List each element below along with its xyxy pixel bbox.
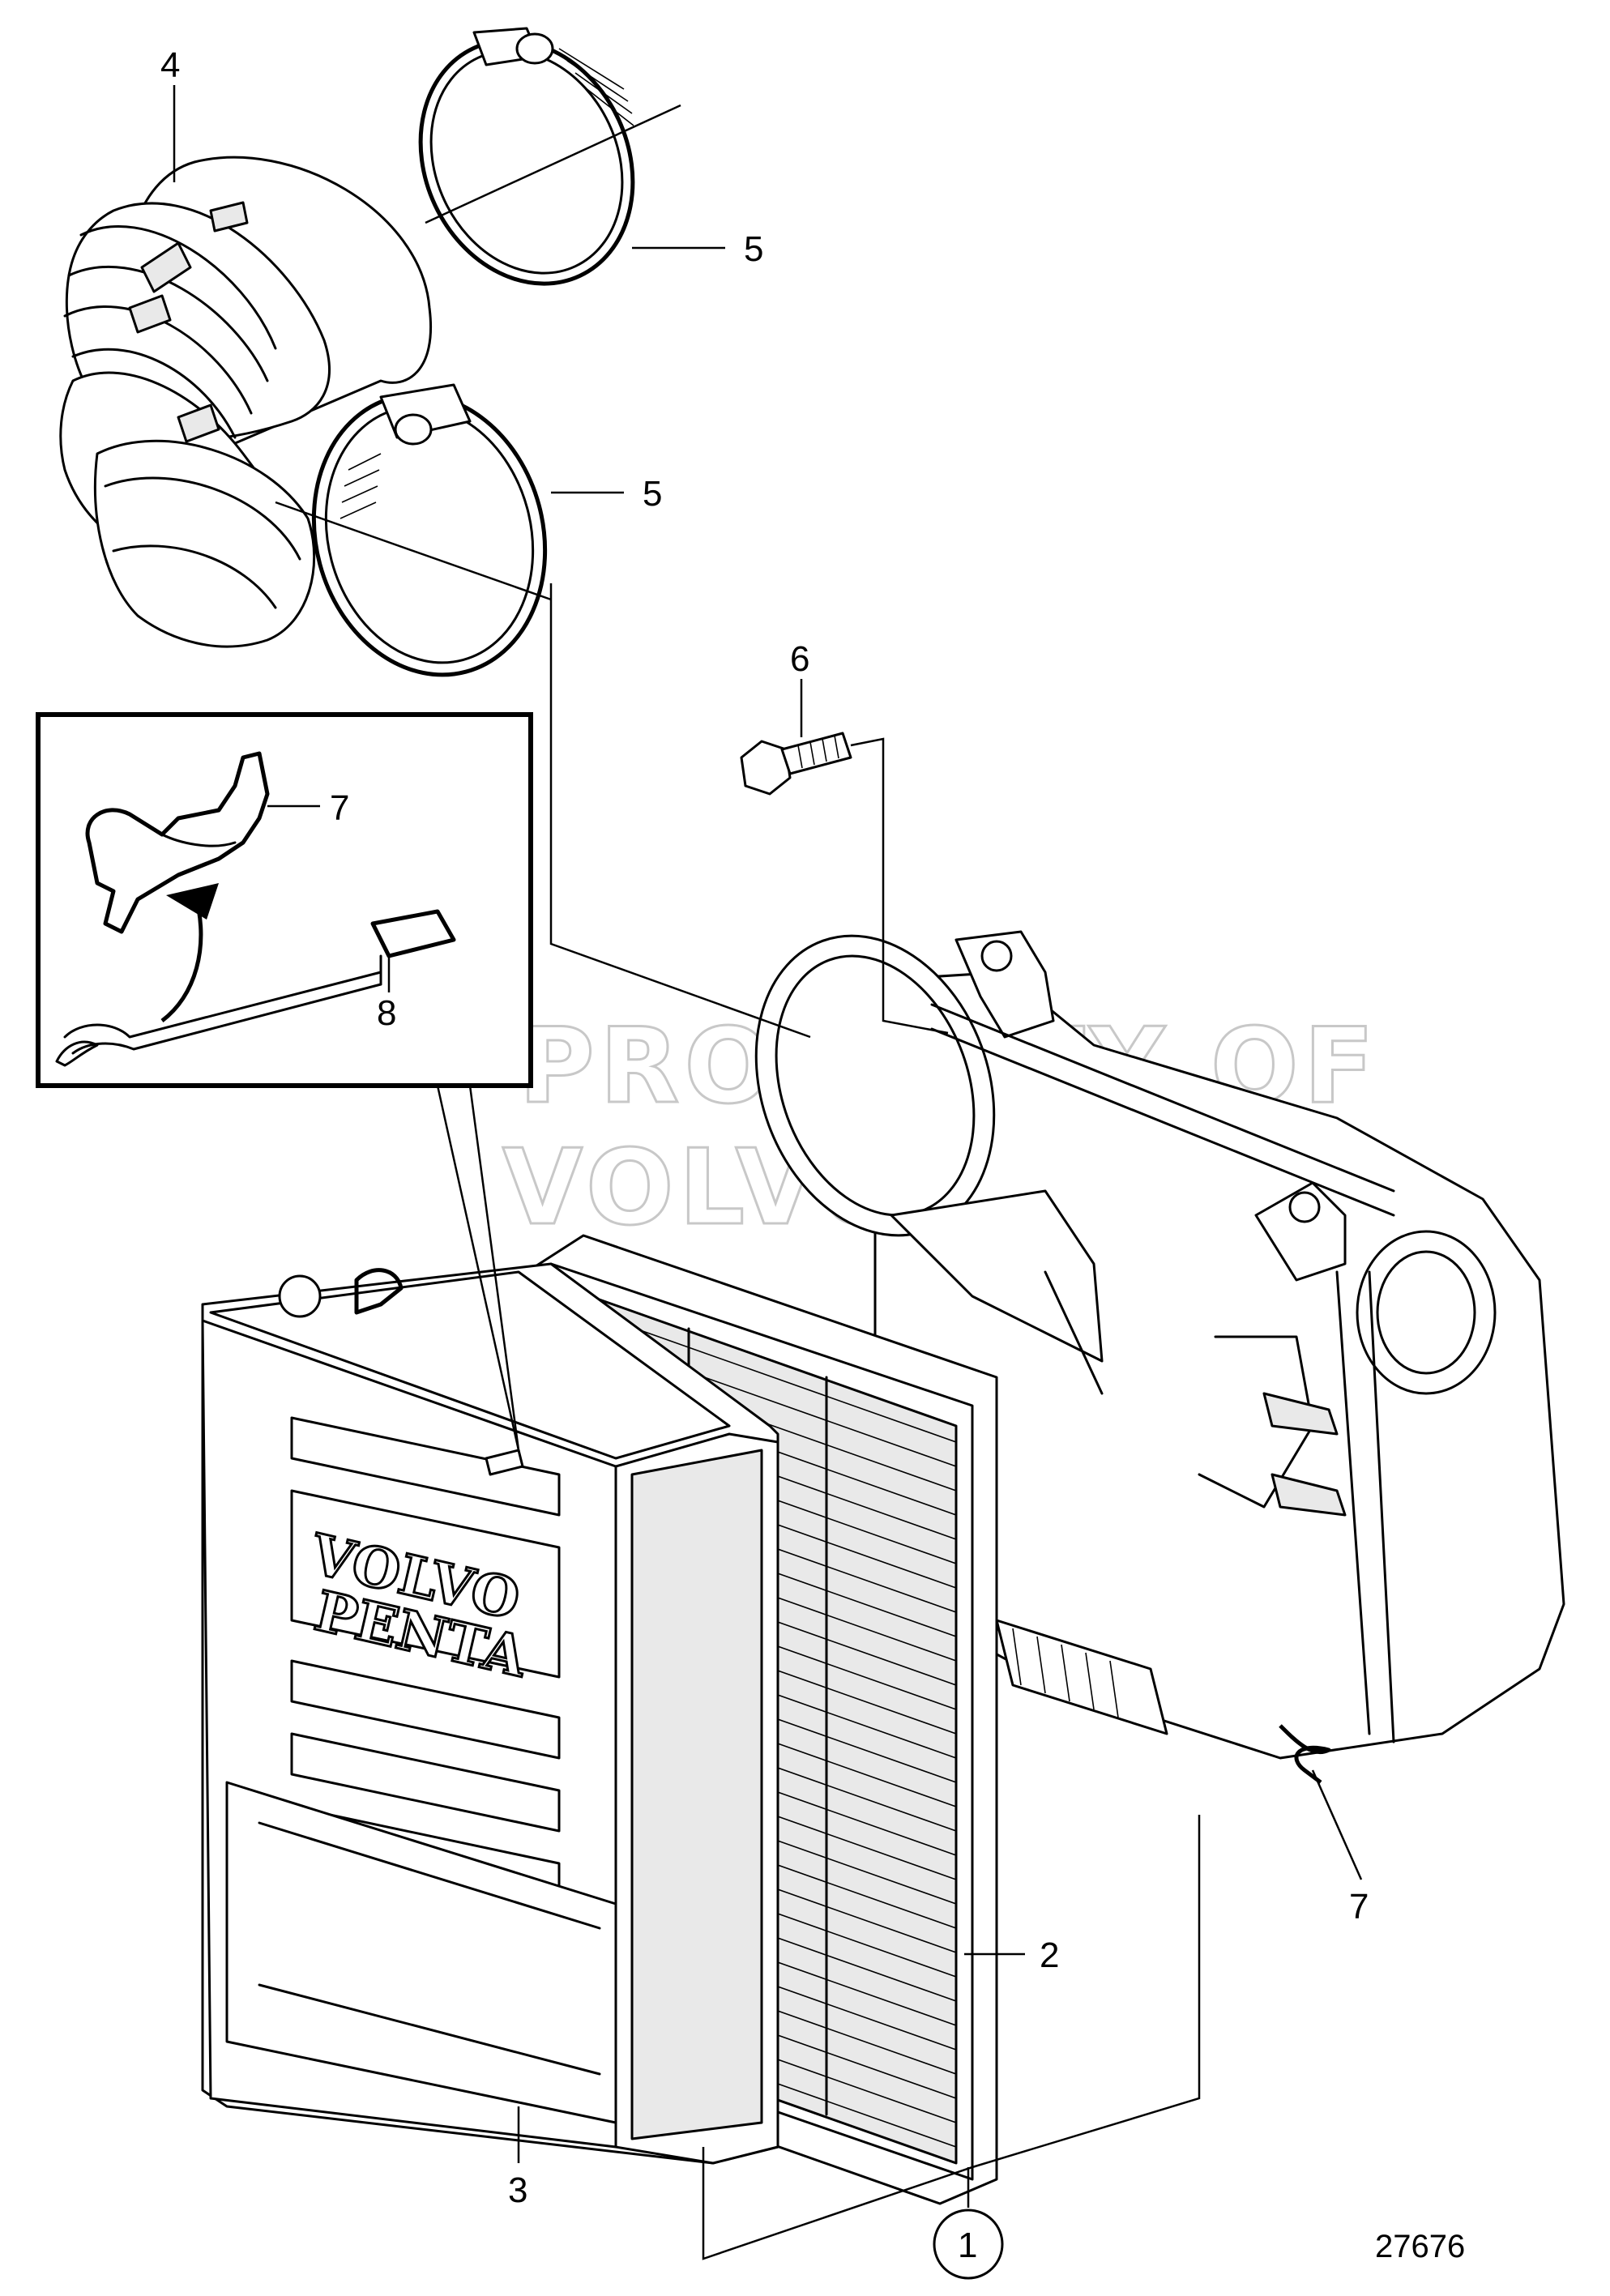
detail-inset-frame [36,712,533,1088]
intake-hose-part-4 [59,156,432,648]
screw-part-6 [740,732,852,796]
callout-circle-1 [933,2209,1004,2280]
callout-5-lower: 5 [643,474,662,514]
callout-5-upper: 5 [744,229,763,269]
callouts: 4 5 5 6 7 8 7 2 3 1 [160,45,1369,2265]
callout-2: 2 [1040,1935,1059,1975]
detail-inset-content [55,751,456,1067]
screw-to-housing-leader [850,737,949,1035]
hose-to-housing-leader [549,583,811,1039]
callout-8: 8 [377,993,396,1033]
inset-leader-line [436,1085,520,1451]
callout-4: 4 [160,45,180,85]
arrow-head [166,883,219,920]
inset-leader-line-2 [468,1085,520,1451]
hose-clamp-lower-part-5 [275,383,552,677]
callout-3: 3 [508,2170,527,2210]
callout-7-inset: 7 [330,788,349,828]
hose-clamp-upper-part-5 [418,27,681,286]
kit-bracket-part-1 [702,1815,1201,2280]
callout-6: 6 [790,639,809,679]
filter-housing [754,930,1565,1880]
cover-ribs [225,1416,617,2124]
callout-1: 1 [958,2226,977,2265]
filter-cover-part-3: VOLVO PENTA [201,1262,779,2165]
callout-7-housing: 7 [1349,1887,1369,1927]
figure-number: 27676 [1375,2229,1465,2264]
